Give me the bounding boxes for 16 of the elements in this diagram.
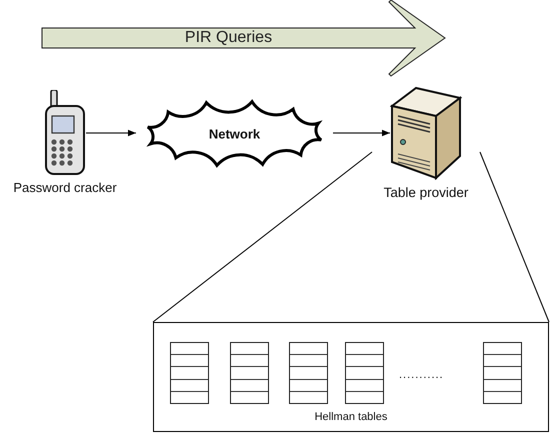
table-drawing xyxy=(345,342,384,404)
panel-label: Hellman tables xyxy=(314,411,388,423)
zoom-line xyxy=(152,152,372,322)
ellipsis-text: ........... xyxy=(399,369,444,381)
arrow xyxy=(332,130,390,136)
arrow-label: PIR Queries xyxy=(184,28,274,48)
table-drawing xyxy=(230,342,269,404)
cloud-label: Network xyxy=(208,126,262,141)
zoom-line xyxy=(480,152,550,322)
arrow xyxy=(86,130,136,136)
table-drawing xyxy=(483,342,522,404)
table-drawing xyxy=(170,342,209,404)
tables-panel xyxy=(153,322,549,432)
server-label: Table provider xyxy=(382,185,470,200)
device-label: Password cracker xyxy=(12,180,118,195)
table-drawing xyxy=(289,342,328,404)
